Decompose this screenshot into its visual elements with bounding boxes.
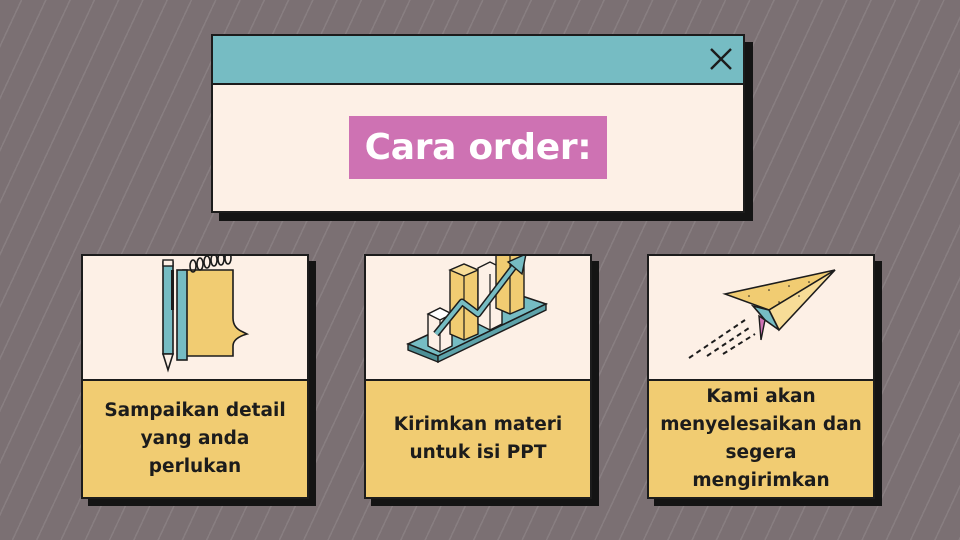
step-card-illustration <box>649 256 873 381</box>
step-card-illustration <box>83 256 307 381</box>
step-card-label-area: Kirimkan materi untuk isi PPT <box>366 381 590 497</box>
step-card-2: Kirimkan materi untuk isi PPT <box>364 254 592 499</box>
step-card-1: Sampaikan detail yang anda perlukan <box>81 254 309 499</box>
bar-chart-growth-icon <box>405 256 549 364</box>
page-title: Cara order: <box>348 116 608 179</box>
step-card-illustration <box>366 256 590 381</box>
paper-plane-icon <box>688 269 836 359</box>
step-label-3: Kami akan menyelesaikan dan segera mengi… <box>660 386 862 491</box>
step-card-label-area: Kami akan menyelesaikan dan segera mengi… <box>649 381 873 497</box>
step-card-3: Kami akan menyelesaikan dan segera mengi… <box>647 254 875 499</box>
step-label-1: Sampaikan detail yang anda perlukan <box>104 400 286 477</box>
order-window: Cara order: <box>211 34 745 213</box>
window-titlebar <box>213 36 743 85</box>
heading-area: Cara order: <box>213 116 743 179</box>
step-label-2: Kirimkan materi untuk isi PPT <box>393 414 563 463</box>
step-card-label-area: Sampaikan detail yang anda perlukan <box>83 381 307 497</box>
close-icon[interactable] <box>707 45 735 73</box>
notepad-pen-icon <box>161 256 250 373</box>
